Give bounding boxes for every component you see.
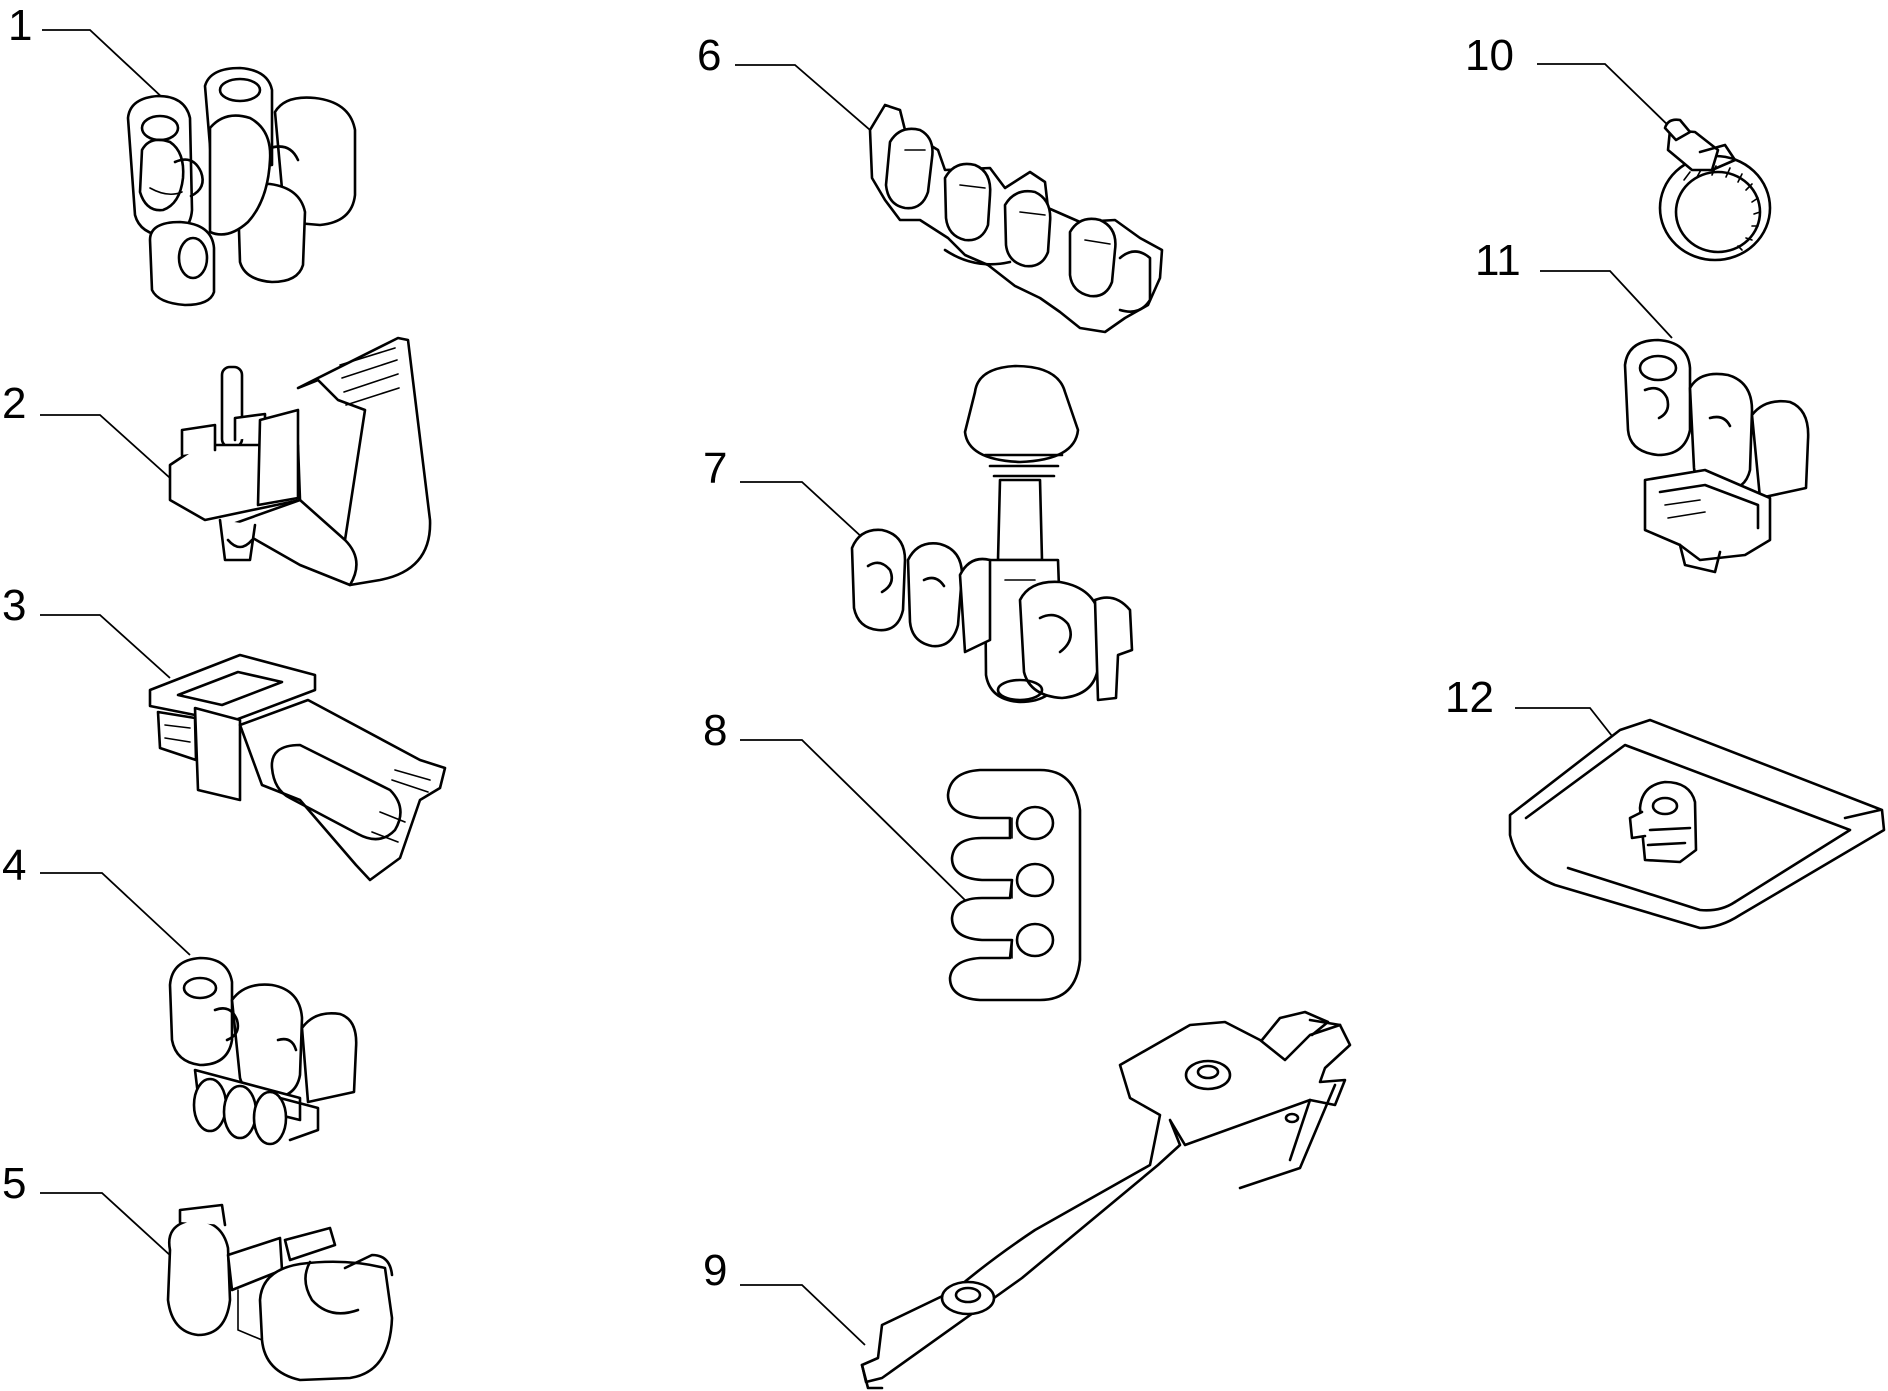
- leader-line-7: [740, 481, 866, 541]
- callout-label-9: 9: [703, 1246, 727, 1295]
- callout-4: 4: [2, 841, 191, 956]
- callout-label-4: 4: [2, 841, 26, 890]
- callout-10: 10: [1465, 31, 1676, 133]
- callout-9: 9: [703, 1246, 866, 1346]
- leader-line-5: [40, 1192, 173, 1258]
- leader-line-11: [1540, 270, 1673, 339]
- callout-label-8: 8: [703, 706, 727, 755]
- callout-12: 12: [1445, 673, 1613, 737]
- callout-label-10: 10: [1465, 31, 1514, 80]
- leader-line-3: [40, 614, 171, 679]
- callout-8: 8: [703, 706, 971, 906]
- callout-label-11: 11: [1475, 236, 1521, 285]
- callout-6: 6: [697, 31, 871, 131]
- callout-label-1: 1: [8, 1, 32, 50]
- callout-label-6: 6: [697, 31, 721, 80]
- part-12-plate-clip: [1508, 718, 1886, 930]
- part-8-comb-clip: [946, 768, 1082, 1002]
- part-2-bracket-clip: [168, 336, 432, 587]
- part-7-stud-clip: [850, 364, 1134, 704]
- leader-line-4: [40, 872, 191, 956]
- leader-line-10: [1537, 63, 1676, 133]
- part-6-strip-clip: [868, 103, 1164, 334]
- callout-label-7: 7: [703, 444, 727, 493]
- callout-11: 11: [1475, 236, 1673, 339]
- callout-3: 3: [2, 581, 171, 679]
- callout-5: 5: [2, 1159, 173, 1258]
- part-3-retainer-clip: [148, 653, 447, 882]
- leader-line-8: [740, 739, 971, 906]
- callout-label-5: 5: [2, 1159, 26, 1208]
- part-10-band-clamp: [1658, 118, 1772, 262]
- callout-7: 7: [703, 444, 866, 541]
- leader-line-12: [1515, 707, 1613, 737]
- leader-line-2: [40, 414, 171, 479]
- part-1-pipe-clip: [126, 66, 357, 307]
- callout-label-12: 12: [1445, 673, 1494, 722]
- part-4-double-clip: [168, 956, 358, 1146]
- callout-2: 2: [2, 379, 171, 479]
- callout-1: 1: [8, 1, 166, 101]
- callout-label-2: 2: [2, 379, 26, 428]
- leader-line-6: [735, 64, 871, 131]
- leader-line-1: [42, 29, 166, 101]
- callout-label-3: 3: [2, 581, 26, 630]
- part-9-long-bracket: [860, 1010, 1352, 1390]
- leader-line-9: [740, 1284, 866, 1346]
- part-5-hose-clip: [166, 1203, 394, 1382]
- part-11-twin-clip: [1623, 338, 1810, 574]
